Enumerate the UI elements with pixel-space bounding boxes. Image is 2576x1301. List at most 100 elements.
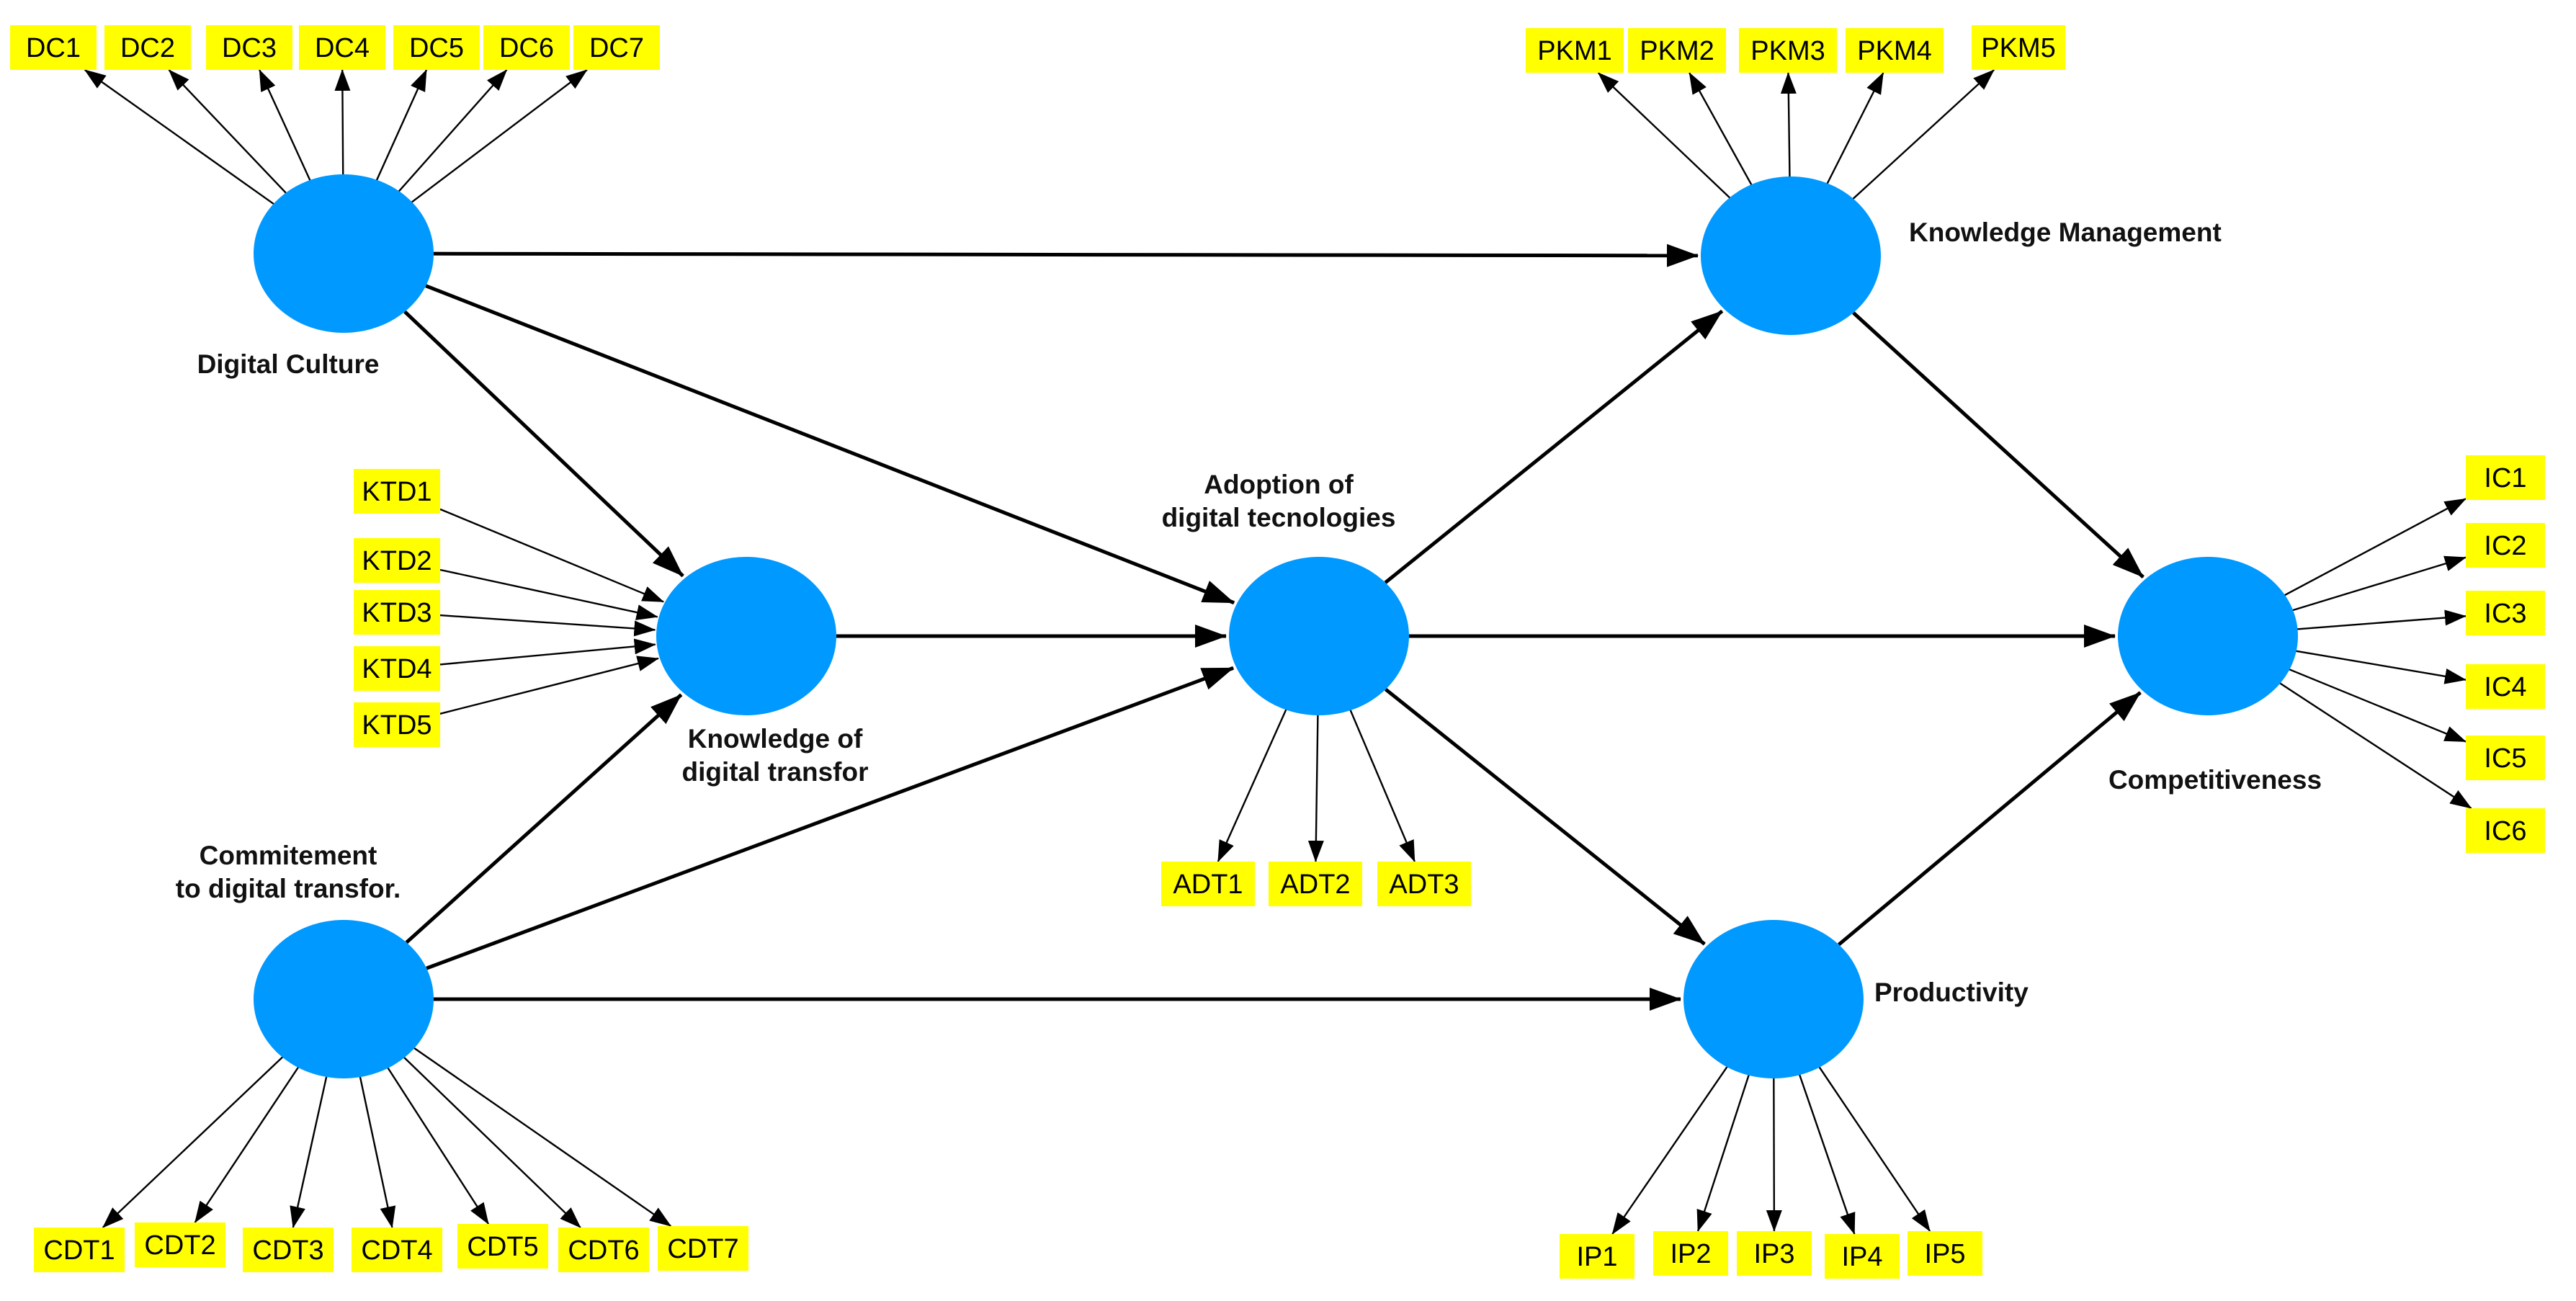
indicator-label: IC5 [2484, 743, 2526, 774]
path-cdt-to-adt [426, 666, 1235, 970]
indicator-cdt2: CDT2 [135, 1222, 225, 1267]
loading-adt3 [1348, 706, 1416, 862]
indicator-ic6: IC6 [2466, 808, 2545, 853]
indicator-label: CDT3 [252, 1235, 323, 1266]
indicator-label: CDT4 [361, 1235, 432, 1266]
indicator-box [1737, 1231, 1812, 1276]
indicator-label: KTD5 [362, 710, 431, 741]
indicator-ip5: IP5 [1908, 1231, 1982, 1276]
loading-dc1 [84, 69, 278, 207]
path-cdt-to-ktd [405, 693, 683, 944]
indicator-box [558, 1228, 649, 1272]
indicator-box [1972, 25, 2065, 70]
indicator-ic4: IC4 [2466, 664, 2545, 709]
indicator-ic3: IC3 [2466, 591, 2545, 635]
indicator-box [352, 1228, 442, 1272]
construct-label: Knowledge Management [1909, 218, 2222, 247]
indicator-pkm2: PKM2 [1628, 28, 1726, 73]
indicator-label: DC5 [409, 33, 464, 63]
indicator-label: IC4 [2484, 672, 2526, 702]
construct-ellipse [254, 174, 434, 333]
path-ip-to-ic [1838, 691, 2142, 947]
loading-cdt7 [410, 1045, 672, 1227]
indicator-ip2: IP2 [1653, 1231, 1728, 1276]
construct-ic: Competitiveness [2108, 557, 2322, 795]
indicator-label: KTD3 [362, 598, 431, 628]
loading-adt1 [1217, 705, 1289, 862]
indicator-cdt5: CDT5 [457, 1224, 548, 1269]
indicator-label: DC6 [499, 33, 554, 63]
construct-ellipse [656, 557, 836, 715]
indicator-label: CDT5 [467, 1232, 538, 1262]
loading-dc4 [334, 69, 351, 179]
indicator-label: CDT2 [144, 1230, 215, 1261]
indicator-ip1: IP1 [1560, 1234, 1634, 1279]
indicator-label: PKM5 [1981, 33, 2055, 63]
loading-ktd5 [439, 656, 659, 715]
indicator-label: DC1 [26, 33, 81, 63]
indicator-label: PKM2 [1640, 36, 1714, 66]
indicator-box [573, 25, 660, 70]
loading-dc5 [374, 69, 428, 184]
indicator-ic1: IC1 [2466, 455, 2545, 500]
loading-cdt3 [290, 1072, 328, 1228]
indicator-ktd4: KTD4 [354, 646, 440, 691]
indicator-box [1846, 28, 1944, 73]
indicator-box [2466, 736, 2545, 780]
indicator-box [2466, 808, 2545, 853]
indicator-label: DC4 [315, 33, 370, 63]
indicator-label: KTD2 [362, 546, 431, 576]
indicator-box [104, 25, 191, 70]
loading-cdt4 [358, 1072, 396, 1228]
indicator-adt2: ADT2 [1269, 862, 1362, 906]
indicator-adt3: ADT3 [1377, 862, 1471, 906]
indicator-box [1377, 862, 1471, 906]
loading-ktd4 [439, 638, 656, 666]
indicator-label: DC3 [222, 33, 277, 63]
indicator-label: CDT6 [568, 1235, 639, 1266]
indicator-pkm1: PKM1 [1526, 28, 1624, 73]
loading-pkm1 [1597, 72, 1734, 202]
indicator-box [483, 25, 570, 70]
indicator-ip3: IP3 [1737, 1231, 1812, 1276]
indicator-label: KTD1 [362, 477, 431, 507]
path-adt-to-ip [1384, 687, 1706, 946]
loading-dc7 [408, 69, 588, 205]
loading-ic6 [2276, 680, 2472, 810]
indicator-label: DC2 [120, 33, 175, 63]
indicator-label: IC2 [2484, 531, 2526, 561]
construct-ellipse [1229, 557, 1409, 715]
indicator-box [1825, 1234, 1900, 1279]
indicator-ktd3: KTD3 [354, 590, 440, 635]
indicator-dc2: DC2 [104, 25, 191, 70]
indicator-box [206, 25, 292, 70]
indicator-label: PKM3 [1750, 36, 1825, 66]
indicator-box [1628, 28, 1726, 73]
indicator-dc3: DC3 [206, 25, 292, 70]
indicator-box [457, 1224, 548, 1269]
edges-layer [84, 69, 2472, 1235]
loading-pkm3 [1780, 72, 1797, 182]
indicator-label: ADT1 [1173, 869, 1243, 900]
indicator-dc5: DC5 [393, 25, 480, 70]
path-dc-to-ktd [403, 310, 684, 578]
indicator-box [354, 590, 440, 635]
loading-pkm2 [1689, 72, 1755, 189]
loading-ic1 [2281, 498, 2467, 598]
indicator-ic2: IC2 [2466, 523, 2545, 568]
loading-ip5 [1816, 1063, 1931, 1232]
indicator-label: IP5 [1924, 1239, 1965, 1269]
loading-ic2 [2289, 555, 2467, 612]
construct-label: Digital Culture [197, 349, 380, 379]
indicator-label: IC3 [2484, 599, 2526, 629]
construct-label: Competitiveness [2108, 765, 2322, 795]
indicator-ip4: IP4 [1825, 1234, 1900, 1279]
construct-ellipse [2118, 557, 2298, 715]
indicator-dc6: DC6 [483, 25, 570, 70]
indicator-label: IC6 [2484, 816, 2526, 846]
indicator-box [2466, 523, 2545, 568]
indicator-label: IP3 [1753, 1239, 1794, 1269]
indicator-cdt4: CDT4 [352, 1228, 442, 1272]
